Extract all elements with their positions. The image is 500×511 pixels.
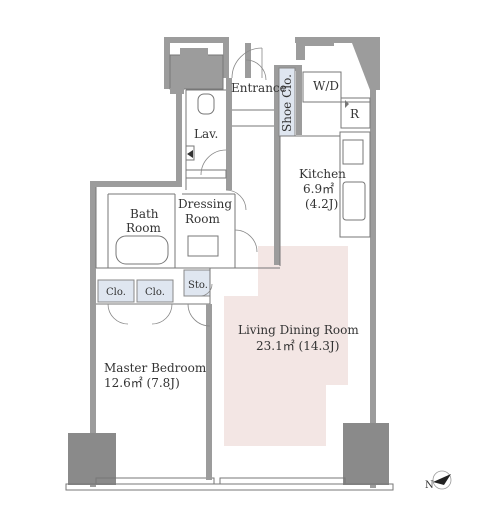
living-highlight	[224, 246, 348, 446]
kitchen-area-jo: (4.2J)	[305, 197, 338, 211]
closet-box-2	[136, 279, 174, 303]
closet-label-2: Clo.	[145, 287, 165, 298]
pipe-shaft-icon	[187, 150, 193, 158]
bath-label-line1: Bath	[130, 207, 159, 221]
dressing-label-line2: Room	[185, 212, 220, 226]
closet-box-1	[97, 279, 135, 303]
interior-walls	[95, 67, 371, 480]
storage-label: Sto.	[188, 280, 208, 291]
shoe-closet-label: Shoe Clo.	[280, 74, 294, 132]
wd-label: W/D	[313, 79, 339, 93]
closet-label-1: Clo.	[106, 287, 126, 298]
living-label: Living Dining Room	[238, 323, 359, 337]
toilet	[197, 93, 215, 115]
dressing-label-line1: Dressing	[178, 197, 232, 211]
living-area: 23.1㎡ (14.3J)	[256, 339, 339, 353]
exterior-walls	[65, 37, 394, 491]
kitchen-area-sqm: 6.9㎡	[303, 182, 334, 196]
lavatory-label: Lav.	[194, 127, 218, 141]
kitchen-label: Kitchen	[299, 167, 346, 181]
bathtub	[115, 235, 169, 265]
bath-label-line2: Room	[126, 221, 161, 235]
north-label: N	[425, 480, 434, 491]
entrance-label: Entrance	[231, 81, 287, 95]
refrigerator-label: R	[350, 107, 360, 121]
doors	[107, 47, 267, 327]
master-bedroom-area: 12.6㎡ (7.8J)	[104, 376, 180, 390]
north-arrow-icon: N	[425, 470, 452, 491]
refrigerator-marker	[345, 100, 349, 108]
storage-box	[183, 269, 211, 297]
master-bedroom-label: Master Bedroom	[104, 361, 207, 375]
